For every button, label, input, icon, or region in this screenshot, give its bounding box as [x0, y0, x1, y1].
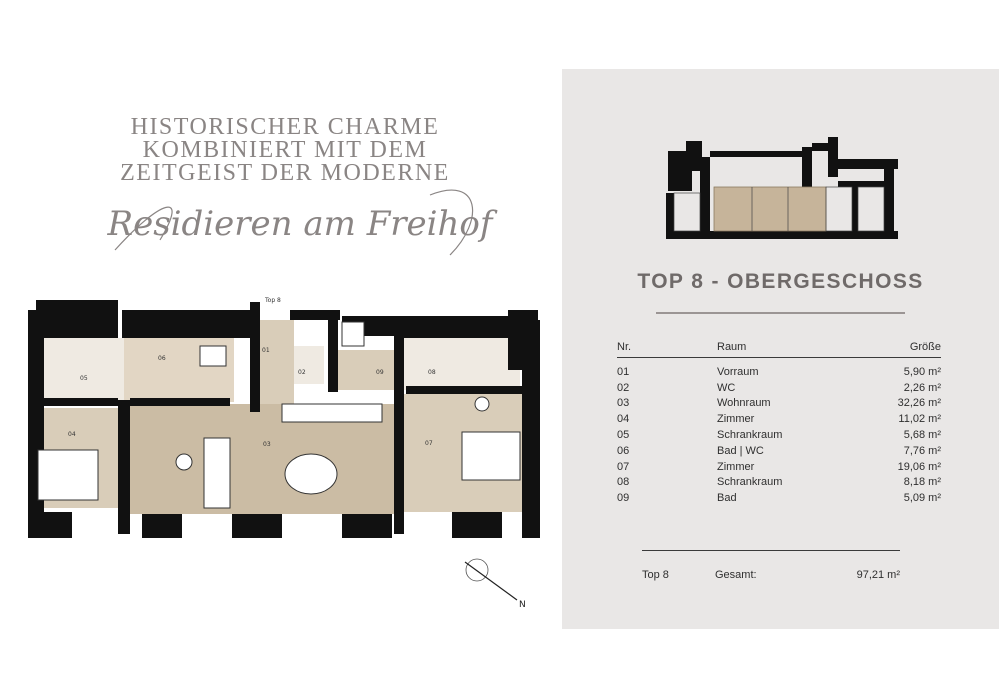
row-groesse: 2,26 m² — [903, 381, 941, 394]
header-raum: Raum — [717, 341, 747, 353]
row-raum: Zimmer — [717, 413, 755, 426]
key-plan-walls — [666, 137, 898, 239]
row-nr: 02 — [617, 381, 630, 394]
headline-line-2: KOMBINIERT MIT DEM — [142, 137, 428, 163]
table-row: 06 Bad | WC 7,76 m² — [617, 443, 941, 459]
row-nr: 08 — [617, 476, 630, 489]
room-label-09: 09 — [376, 369, 384, 376]
compass: N — [464, 558, 526, 610]
summary-unit: Top 8 — [642, 569, 669, 581]
table-row: 08 Schrankraum 8,18 m² — [617, 475, 941, 491]
panel-title: TOP 8 - OBERGESCHOSS — [637, 270, 924, 293]
floor-plan: Top 8 01 02 03 04 05 06 07 08 09 — [28, 297, 540, 538]
room-label-07: 07 — [425, 440, 433, 447]
table-row: 09 Bad 5,09 m² — [617, 490, 941, 506]
row-groesse: 5,68 m² — [903, 429, 941, 442]
room-table: Nr. Raum Größe 01 Vorraum 5,90 m² 02 WC … — [617, 337, 941, 506]
row-raum: Wohnraum — [717, 397, 771, 410]
compass-ring — [465, 558, 489, 582]
row-raum: Zimmer — [717, 460, 755, 473]
summary-total: 97,21 m² — [856, 569, 900, 581]
row-groesse: 5,09 m² — [903, 492, 941, 505]
title-divider — [656, 312, 905, 314]
entrance-label: Top 8 — [264, 297, 281, 304]
row-raum: Bad | WC — [717, 444, 764, 457]
table-header: Nr. Raum Größe — [617, 337, 941, 357]
row-nr: 01 — [617, 365, 630, 378]
key-plan-highlight — [713, 186, 827, 232]
room-fills — [36, 320, 524, 514]
room-label-03: 03 — [263, 441, 271, 448]
row-nr: 09 — [617, 492, 630, 505]
row-groesse: 8,18 m² — [903, 476, 941, 489]
row-raum: Schrankraum — [717, 476, 783, 489]
row-nr: 04 — [617, 413, 630, 426]
headline-line-3: ZEITGEIST DER MODERNE — [120, 160, 450, 186]
key-plan — [666, 137, 898, 239]
walls — [28, 300, 540, 538]
row-nr: 03 — [617, 397, 630, 410]
key-plan-rooms — [673, 186, 885, 232]
room-label-05: 05 — [80, 375, 88, 382]
row-groesse: 32,26 m² — [897, 397, 941, 410]
table-row: 05 Schrankraum 5,68 m² — [617, 427, 941, 443]
script-tagline-text: Residieren am Freihof — [107, 204, 498, 244]
row-nr: 05 — [617, 429, 630, 442]
script-tagline: Residieren am Freihof — [107, 189, 498, 256]
row-groesse: 7,76 m² — [903, 444, 941, 457]
summary-row: Top 8 Gesamt: 97,21 m² — [642, 569, 900, 581]
room-label-08: 08 — [428, 369, 436, 376]
header-divider — [617, 357, 941, 358]
row-nr: 07 — [617, 460, 630, 473]
room-label-02: 02 — [298, 369, 306, 376]
table-row: 03 Wohnraum 32,26 m² — [617, 396, 941, 412]
headline: HISTORISCHER CHARME KOMBINIERT MIT DEM Z… — [90, 114, 480, 186]
room-labels: Top 8 01 02 03 04 05 06 07 08 09 — [68, 297, 436, 448]
row-raum: Bad — [717, 492, 737, 505]
table-row: 01 Vorraum 5,90 m² — [617, 364, 941, 380]
headline-line-1: HISTORISCHER CHARME — [130, 114, 440, 140]
script-flourish — [114, 189, 474, 256]
row-raum: Vorraum — [717, 365, 759, 378]
header-nr: Nr. — [617, 341, 632, 353]
table-row: 07 Zimmer 19,06 m² — [617, 459, 941, 475]
row-nr: 06 — [617, 444, 630, 457]
row-raum: Schrankraum — [717, 429, 783, 442]
row-raum: WC — [717, 381, 736, 394]
summary-divider — [642, 550, 900, 551]
furniture — [37, 321, 521, 509]
room-label-06: 06 — [158, 355, 166, 362]
row-groesse: 19,06 m² — [897, 460, 941, 473]
table-row: 04 Zimmer 11,02 m² — [617, 411, 941, 427]
table-row: 02 WC 2,26 m² — [617, 380, 941, 396]
room-label-04: 04 — [68, 431, 76, 438]
compass-label: N — [519, 600, 526, 610]
room-label-01: 01 — [262, 347, 270, 354]
summary-label: Gesamt: — [715, 569, 757, 581]
row-groesse: 11,02 m² — [898, 413, 941, 426]
row-groesse: 5,90 m² — [903, 365, 941, 378]
compass-needle — [464, 561, 518, 601]
header-groesse: Größe — [909, 341, 941, 353]
info-panel: TOP 8 - OBERGESCHOSS Nr. Raum Größe 01 V… — [562, 69, 999, 629]
